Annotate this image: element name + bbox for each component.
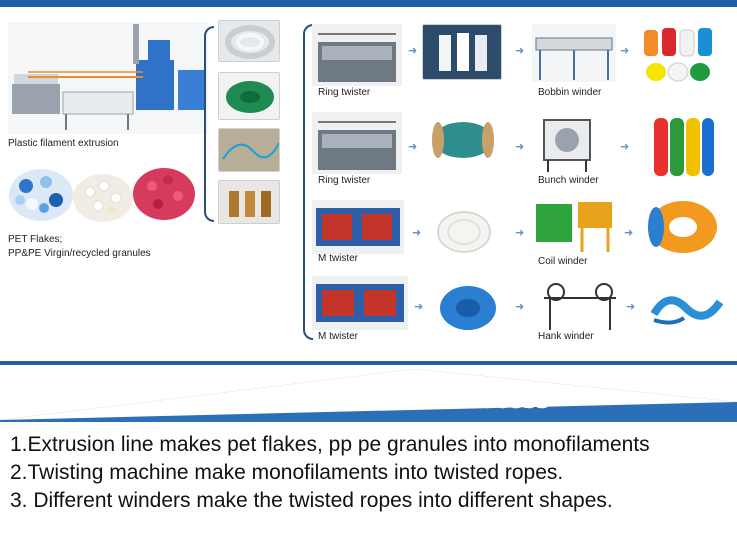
row4-arrow-3: ➜	[626, 300, 636, 313]
m-twister-image-1	[312, 200, 404, 254]
row2-spool-image	[424, 112, 502, 168]
row2-arrow-1: ➜	[408, 140, 418, 153]
step-1: 1.Extrusion line makes pet flakes, pp pe…	[10, 433, 650, 456]
extrusion-label: Plastic filament extrusion	[8, 138, 119, 149]
row2-winder-label: Bunch winder	[538, 175, 599, 186]
row2-product-image	[650, 112, 716, 180]
section-divider	[0, 361, 737, 365]
right-bracket	[303, 24, 313, 340]
row4-blue-rope-image	[436, 282, 500, 334]
row4-product-image	[648, 284, 724, 332]
filament-thumb-2	[218, 72, 280, 120]
banner-shape	[0, 365, 737, 422]
pet-flakes-image	[8, 162, 74, 224]
row3-product-image	[646, 196, 720, 258]
step-2: 2.Twisting machine make monofilaments in…	[10, 461, 564, 484]
red-granules-image	[132, 162, 196, 222]
row3-white-rope-image	[432, 206, 496, 256]
ring-twister-image-1	[312, 24, 402, 86]
row4-twister-label: M twister	[318, 331, 358, 342]
flakes-label-1: PET Flakes;	[8, 234, 63, 245]
row1-product-image	[638, 22, 720, 88]
row1-arrow-3: ➜	[620, 44, 630, 57]
filament-thumb-3	[218, 128, 280, 172]
row2-arrow-2: ➜	[515, 140, 525, 153]
row3-arrow-2: ➜	[515, 226, 525, 239]
row3-twister-label: M twister	[318, 253, 358, 264]
row1-winder-label: Bobbin winder	[538, 87, 602, 98]
banner-title: Production Process	[312, 389, 550, 414]
flakes-label-2: PP&PE Virgin/recycled granules	[8, 248, 151, 259]
row1-bobbins-image	[422, 24, 502, 80]
row3-winder-label: Coil winder	[538, 256, 588, 267]
m-twister-image-2	[312, 276, 408, 330]
left-bracket	[204, 26, 214, 222]
filament-thumb-1	[218, 20, 280, 62]
row2-twister-label: Ring twister	[318, 175, 371, 186]
coil-winder-image	[534, 196, 620, 254]
extrusion-line-image	[8, 22, 208, 134]
row4-arrow-1: ➜	[414, 300, 424, 313]
ring-twister-image-2	[312, 112, 402, 174]
row4-arrow-2: ➜	[515, 300, 525, 313]
top-color-bar	[0, 0, 737, 7]
step-3: 3. Different winders make the twisted ro…	[10, 489, 613, 512]
row4-winder-label: Hank winder	[538, 331, 594, 342]
hank-winder-image	[538, 278, 622, 332]
bobbin-winder-image	[532, 24, 616, 82]
row3-arrow-1: ➜	[412, 226, 422, 239]
white-granules-image	[72, 166, 134, 224]
row1-arrow-1: ➜	[408, 44, 418, 57]
row1-twister-label: Ring twister	[318, 87, 371, 98]
row3-arrow-3: ➜	[624, 226, 634, 239]
bunch-winder-image	[536, 114, 608, 174]
row2-arrow-3: ➜	[620, 140, 630, 153]
row1-arrow-2: ➜	[515, 44, 525, 57]
filament-thumb-4	[218, 180, 280, 224]
